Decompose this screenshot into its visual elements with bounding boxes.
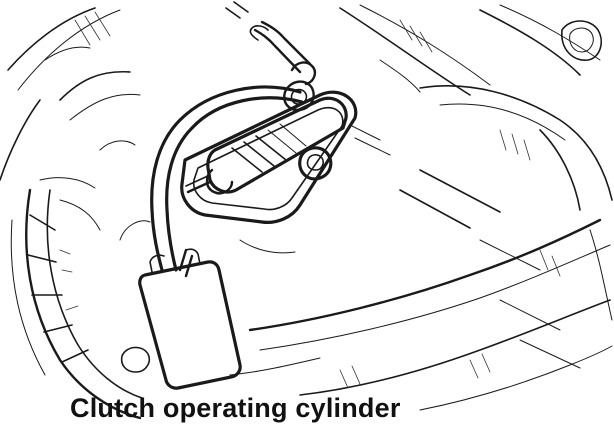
mounting-bolt — [298, 146, 333, 181]
figure-caption: Clutch operating cylinder — [70, 393, 401, 423]
cylinder-mounting-recess — [180, 90, 358, 224]
push-rod — [185, 174, 212, 194]
clutch-cylinder-body — [205, 96, 348, 195]
shading-hatch — [59, 11, 561, 389]
bleeding-tool-pad — [138, 248, 242, 390]
hydraulic-line — [225, 1, 317, 86]
detail-lines — [99, 59, 421, 254]
transmission-housing — [0, 4, 613, 420]
